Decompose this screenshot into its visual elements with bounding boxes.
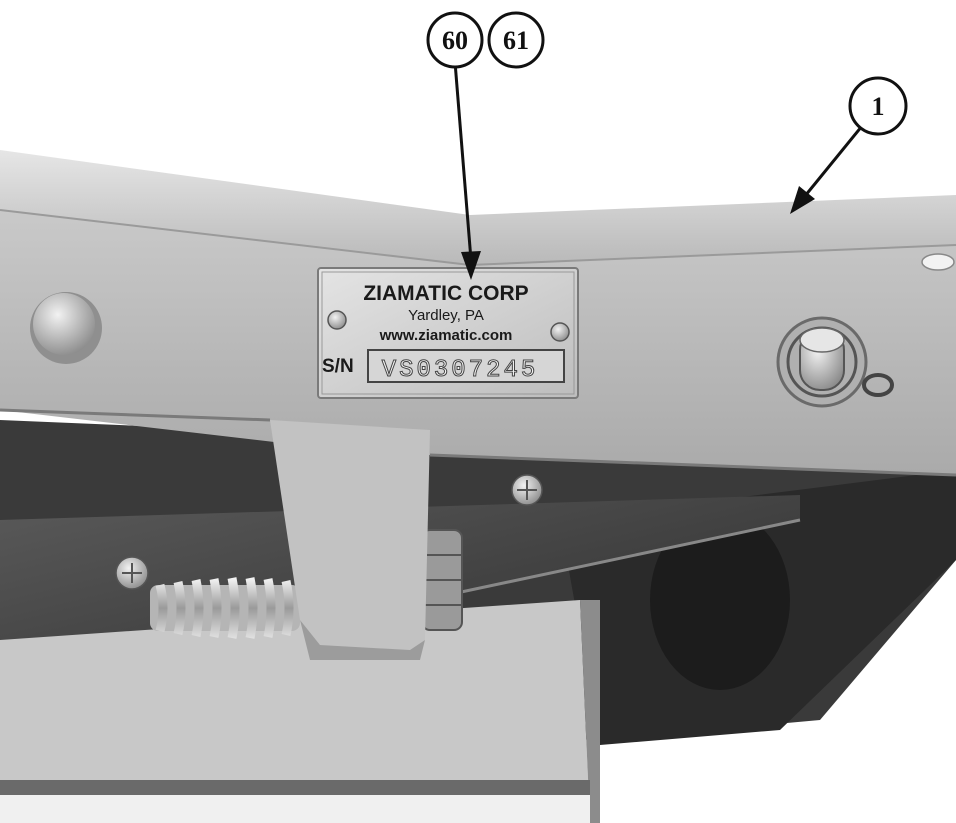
arrowhead-1 <box>790 186 815 214</box>
callout-60-label: 60 <box>442 26 468 55</box>
nameplate-location: Yardley, PA <box>408 307 484 324</box>
left-bolt-head <box>30 292 102 364</box>
leader-line-60-61 <box>453 61 473 261</box>
callout-61-label: 61 <box>503 26 529 55</box>
nameplate-serial-number: VS0307245 <box>382 357 539 384</box>
callout-60: 60 <box>426 11 484 69</box>
leader-arrows <box>453 61 864 280</box>
arrowhead-60-61 <box>461 251 481 280</box>
serial-number-box <box>367 349 565 383</box>
bracket-body <box>0 150 956 660</box>
nameplate-website: www.ziamatic.com <box>379 327 513 344</box>
lower-mechanism <box>0 410 956 823</box>
callout-1-label: 1 <box>872 92 885 121</box>
right-pin <box>776 316 894 408</box>
washer-stack <box>421 529 463 631</box>
nameplate-company: ZIAMATIC CORP <box>363 282 528 305</box>
spring <box>150 577 300 639</box>
nameplate: ZIAMATIC CORP Yardley, PA www.ziamatic.c… <box>317 267 579 399</box>
callout-61: 61 <box>487 11 545 69</box>
leader-line-1 <box>803 125 864 197</box>
nameplate-serial-label: S/N <box>322 356 354 377</box>
callout-1: 1 <box>848 76 908 136</box>
